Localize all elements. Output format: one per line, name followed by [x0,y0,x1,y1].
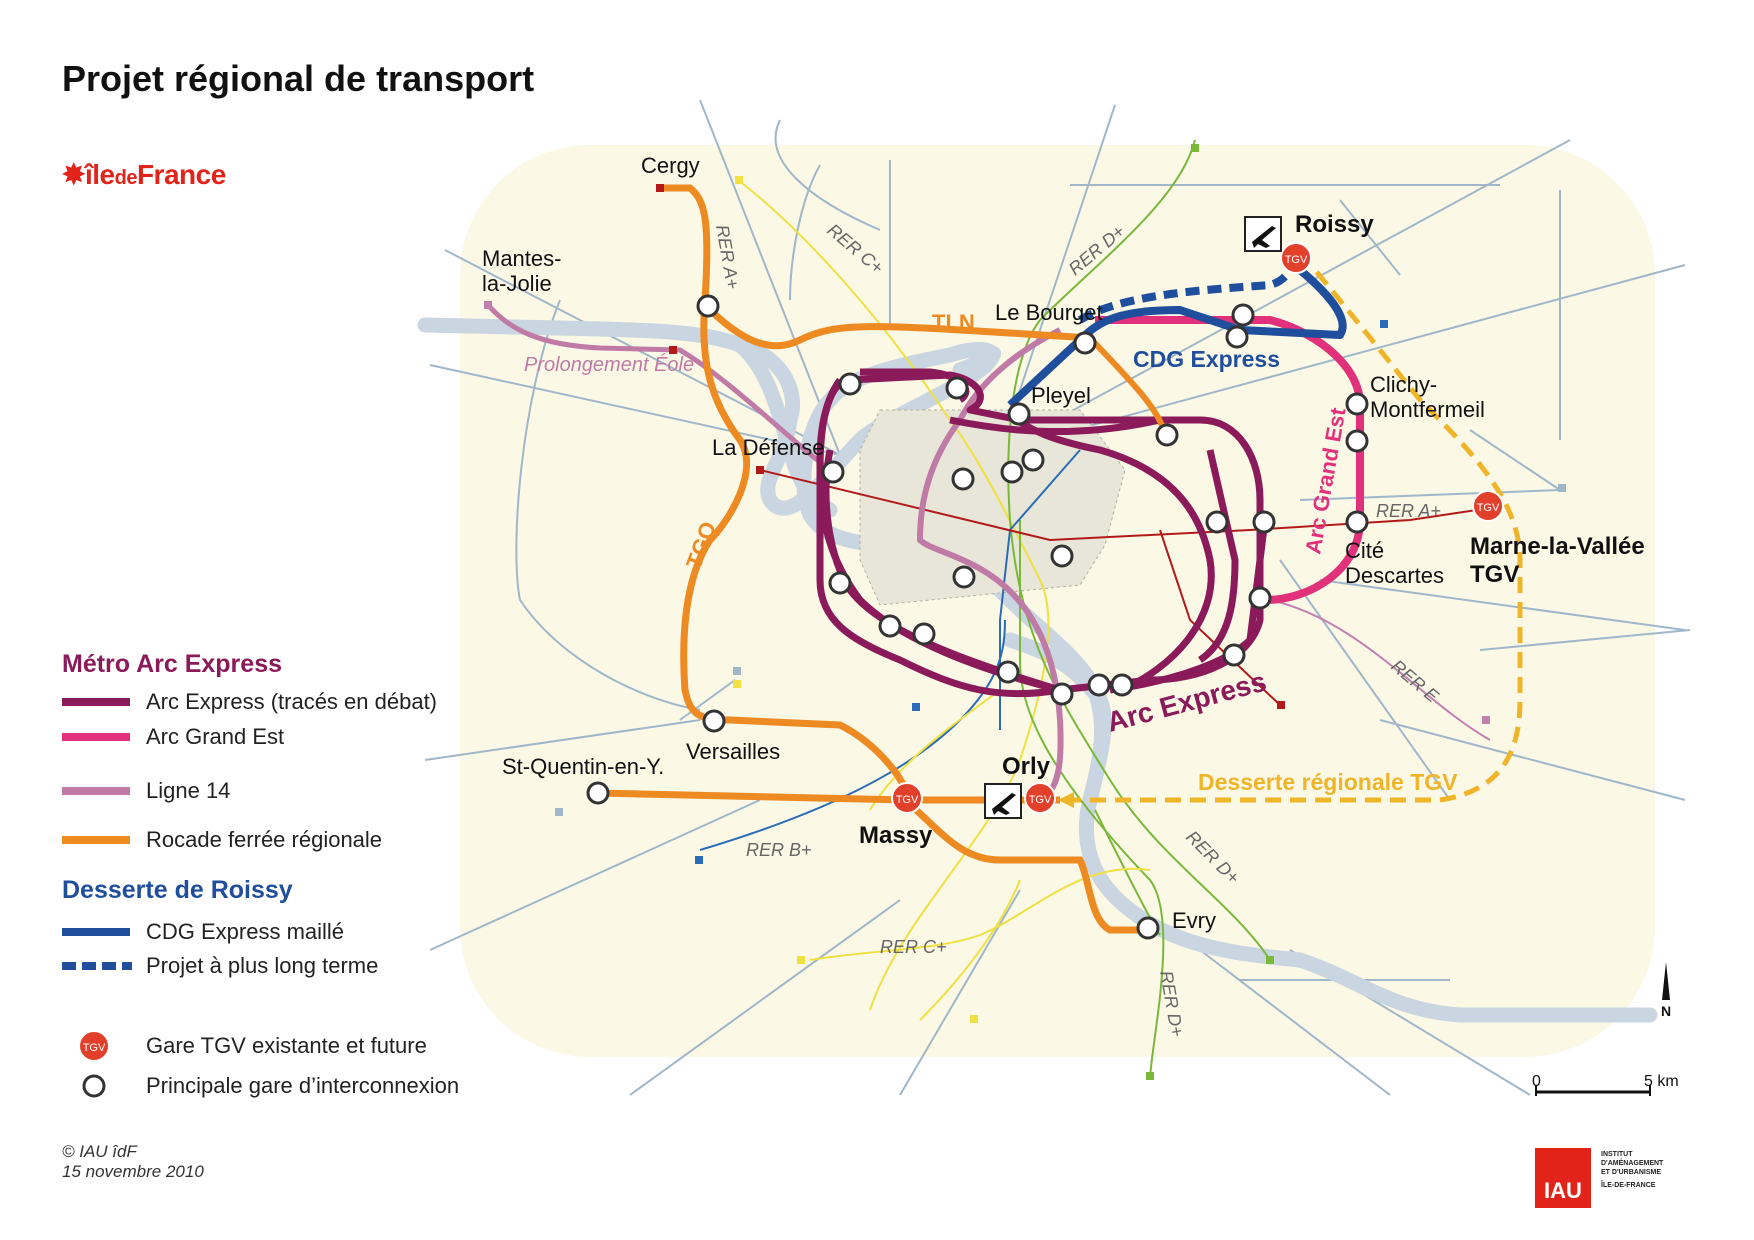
label-massy: Massy [859,822,933,849]
legend-item-arc-express: Arc Express (tracés en débat) [146,689,438,714]
eole-line [486,303,832,472]
legend-item-cdg-maille: CDG Express maillé [146,919,345,944]
tgv-station-massy: TGV [891,782,923,814]
svg-text:5 km: 5 km [1644,1073,1679,1090]
label-clichy-l2: Montfermeil [1370,397,1485,422]
svg-text:TGV: TGV [83,1042,106,1054]
map-title: Projet régional de transport [62,58,535,99]
label-cite-l2: Descartes [1345,563,1444,588]
tgv-arrow-icon [1058,792,1074,808]
tgv-station-mlv: TGV [1472,490,1504,522]
logo-part2: de [114,167,138,189]
legend-item-gare-inter: Principale gare d’interconnexion [146,1073,460,1098]
credit-line1: © IAU îdF [62,1142,137,1161]
logo-star-icon: ✸ [62,159,85,190]
label-versailles: Versailles [686,739,780,764]
credit-date: 15 novembre 2010 [62,1162,204,1181]
label-orly: Orly [1002,753,1051,780]
station-labels: Cergy Mantes- la-Jolie La Défense Le Bou… [482,153,1485,933]
rer-termini [484,144,1566,1080]
rocade-south [597,789,1150,934]
label-prolongement-eole: Prolongement Éole [524,353,694,376]
cdg-express-line [1007,266,1347,408]
legend-item-ligne14: Ligne 14 [146,778,231,803]
legend-item-gare-tgv: Gare TGV existante et future [146,1033,427,1058]
label-evry: Evry [1172,908,1216,933]
logo-part3: France [136,159,226,190]
label-mantes-l1: Mantes- [482,246,561,271]
label-desserte-tgv: Desserte régionale TGV [1198,769,1458,795]
label-mantes-l2: la-Jolie [482,271,552,296]
airplane-icon-orly [984,783,1022,819]
seine-river [417,317,1658,1023]
tgv-station-orly: TGV [1024,782,1056,814]
svg-text:0: 0 [1532,1073,1541,1090]
label-sqy: St-Quentin-en-Y. [502,754,664,779]
credit: © IAU îdF 15 novembre 2010 [62,1142,204,1182]
label-cergy: Cergy [641,153,700,178]
legend-swatches: TGV [62,698,132,1098]
label-cite-l1: Cité [1345,538,1384,563]
major-labels: Roissy Marne-la-Vallée TGV Massy Orly [859,211,1645,849]
tgv-station-roissy: TGV [1280,242,1312,274]
road-network [424,99,1691,1096]
tgv-stations: TGV TGV TGV TGV [891,242,1504,814]
label-mlv-l1: Marne-la-Vallée [1470,533,1645,560]
rer-lines [699,139,1491,1081]
iledefrance-logo: ✸îledeFrance [62,158,226,191]
label-rer-a-east: RER A+ [1376,501,1441,521]
rocade-tln [702,302,1091,350]
tgv-regional-line [1040,268,1523,803]
label-la-defense: La Défense [712,435,825,460]
label-le-bourget: Le Bourget [995,300,1103,325]
legend-heading-arc: Métro Arc Express [62,650,282,678]
label-mlv-l2: TGV [1470,561,1519,588]
north-arrow-icon: N [1661,962,1671,1019]
svg-text:TGV: TGV [896,794,919,806]
label-clichy-l1: Clichy- [1370,372,1437,397]
svg-text:TGV: TGV [1029,794,1052,806]
legend-item-arc-grand-est: Arc Grand Est [146,724,285,749]
legend-heading-roissy: Desserte de Roissy [62,876,293,904]
svg-text:TGV: TGV [1285,254,1308,266]
svg-text:N: N [1661,1003,1671,1019]
airplane-icon-roissy [1244,216,1282,252]
legend-item-projet-long: Projet à plus long terme [146,953,379,978]
iau-logo: IAU [1535,1148,1591,1208]
svg-text:TGV: TGV [1477,502,1500,514]
label-rer-c-bottom: RER C+ [880,937,947,957]
legend-item-rocade: Rocade ferrée régionale [146,827,383,852]
label-roissy: Roissy [1295,211,1374,238]
label-rer-b: RER B+ [746,840,812,860]
label-cdg-express: CDG Express [1133,346,1280,372]
scale-bar: 0 5 km [1532,1073,1679,1096]
iau-logo-text: INSTITUT D'AMÉNAGEMENT ET D'URBANISME ÎL… [1601,1151,1664,1189]
logo-part1: île [84,159,115,190]
interconnection-stations [586,294,1369,940]
label-pleyel: Pleyel [1031,383,1091,408]
label-tln: TLN [932,310,975,335]
